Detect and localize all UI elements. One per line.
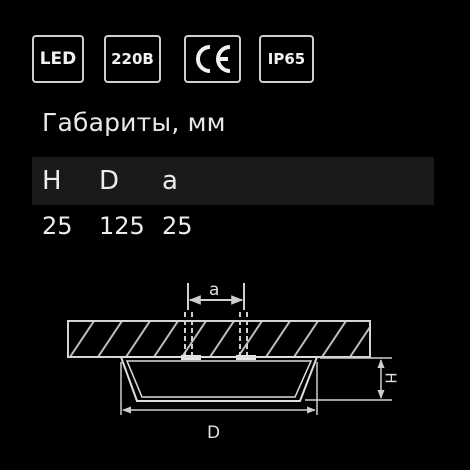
value-a: 25: [162, 212, 193, 240]
dimension-h-line: [305, 357, 392, 401]
ip-rating-label: IP65: [267, 50, 306, 68]
header-d: D: [99, 166, 120, 196]
header-a: a: [162, 166, 178, 196]
voltage-badge: 220B: [104, 35, 161, 83]
dimensions-values-row: 25 125 25: [32, 208, 434, 248]
header-h: H: [42, 166, 62, 196]
label-d: D: [207, 423, 221, 443]
value-h: 25: [42, 212, 73, 240]
dimensions-header-row: H D a: [32, 157, 434, 205]
ceiling-slab: [67, 320, 371, 358]
label-a: a: [209, 280, 220, 300]
led-badge-label: LED: [39, 49, 77, 69]
ce-mark-icon: [195, 45, 230, 73]
dimensions-title: Габариты, мм: [42, 108, 226, 137]
dimension-d-line: [120, 362, 318, 415]
voltage-badge-label: 220B: [111, 50, 154, 68]
luminaire-body: [119, 356, 319, 402]
cutout-guides: [184, 283, 248, 358]
ce-mark-badge: [184, 35, 241, 83]
label-h: H: [381, 372, 400, 384]
led-badge: LED: [32, 35, 84, 83]
dimension-drawing: [67, 283, 392, 415]
value-d: 125: [99, 212, 145, 240]
ip-rating-badge: IP65: [259, 35, 314, 83]
